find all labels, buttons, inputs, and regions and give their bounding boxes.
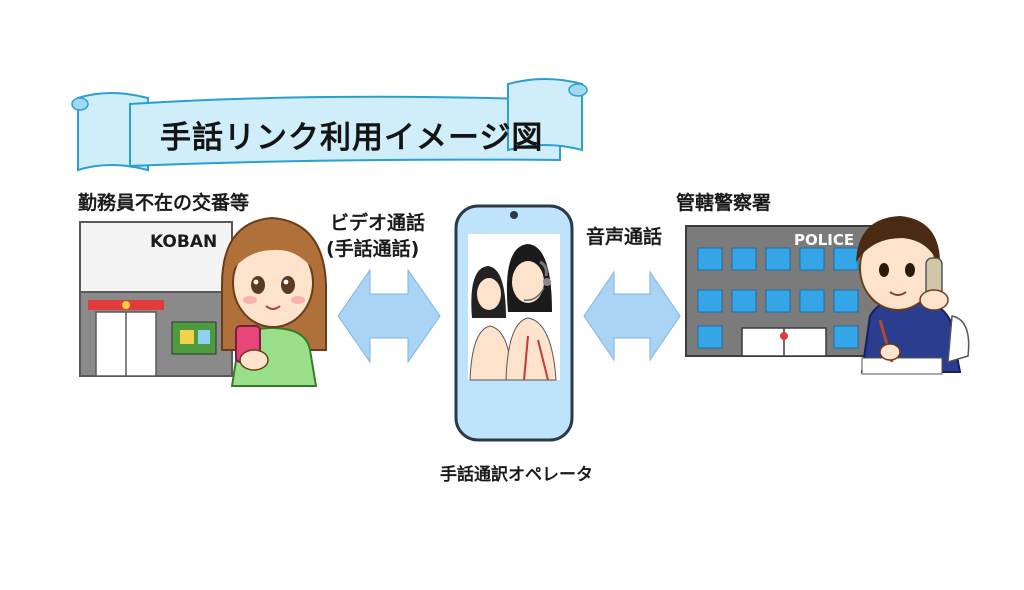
diagram-title: 手話リンク利用イメージ図 bbox=[160, 120, 544, 156]
police-sign: POLICE bbox=[794, 231, 855, 249]
video-call-label-line1: ビデオ通話 bbox=[330, 212, 426, 234]
koban-area-label: 勤務員不在の交番等 bbox=[78, 192, 250, 214]
operator-label: 手話通訳オペレータ bbox=[440, 465, 593, 485]
koban-sign: KOBAN bbox=[150, 232, 218, 252]
police-station-label: 管轄警察署 bbox=[676, 192, 772, 214]
voice-call-label: 音声通話 bbox=[586, 226, 663, 248]
video-call-label-line2: (手話通話) bbox=[326, 238, 420, 260]
